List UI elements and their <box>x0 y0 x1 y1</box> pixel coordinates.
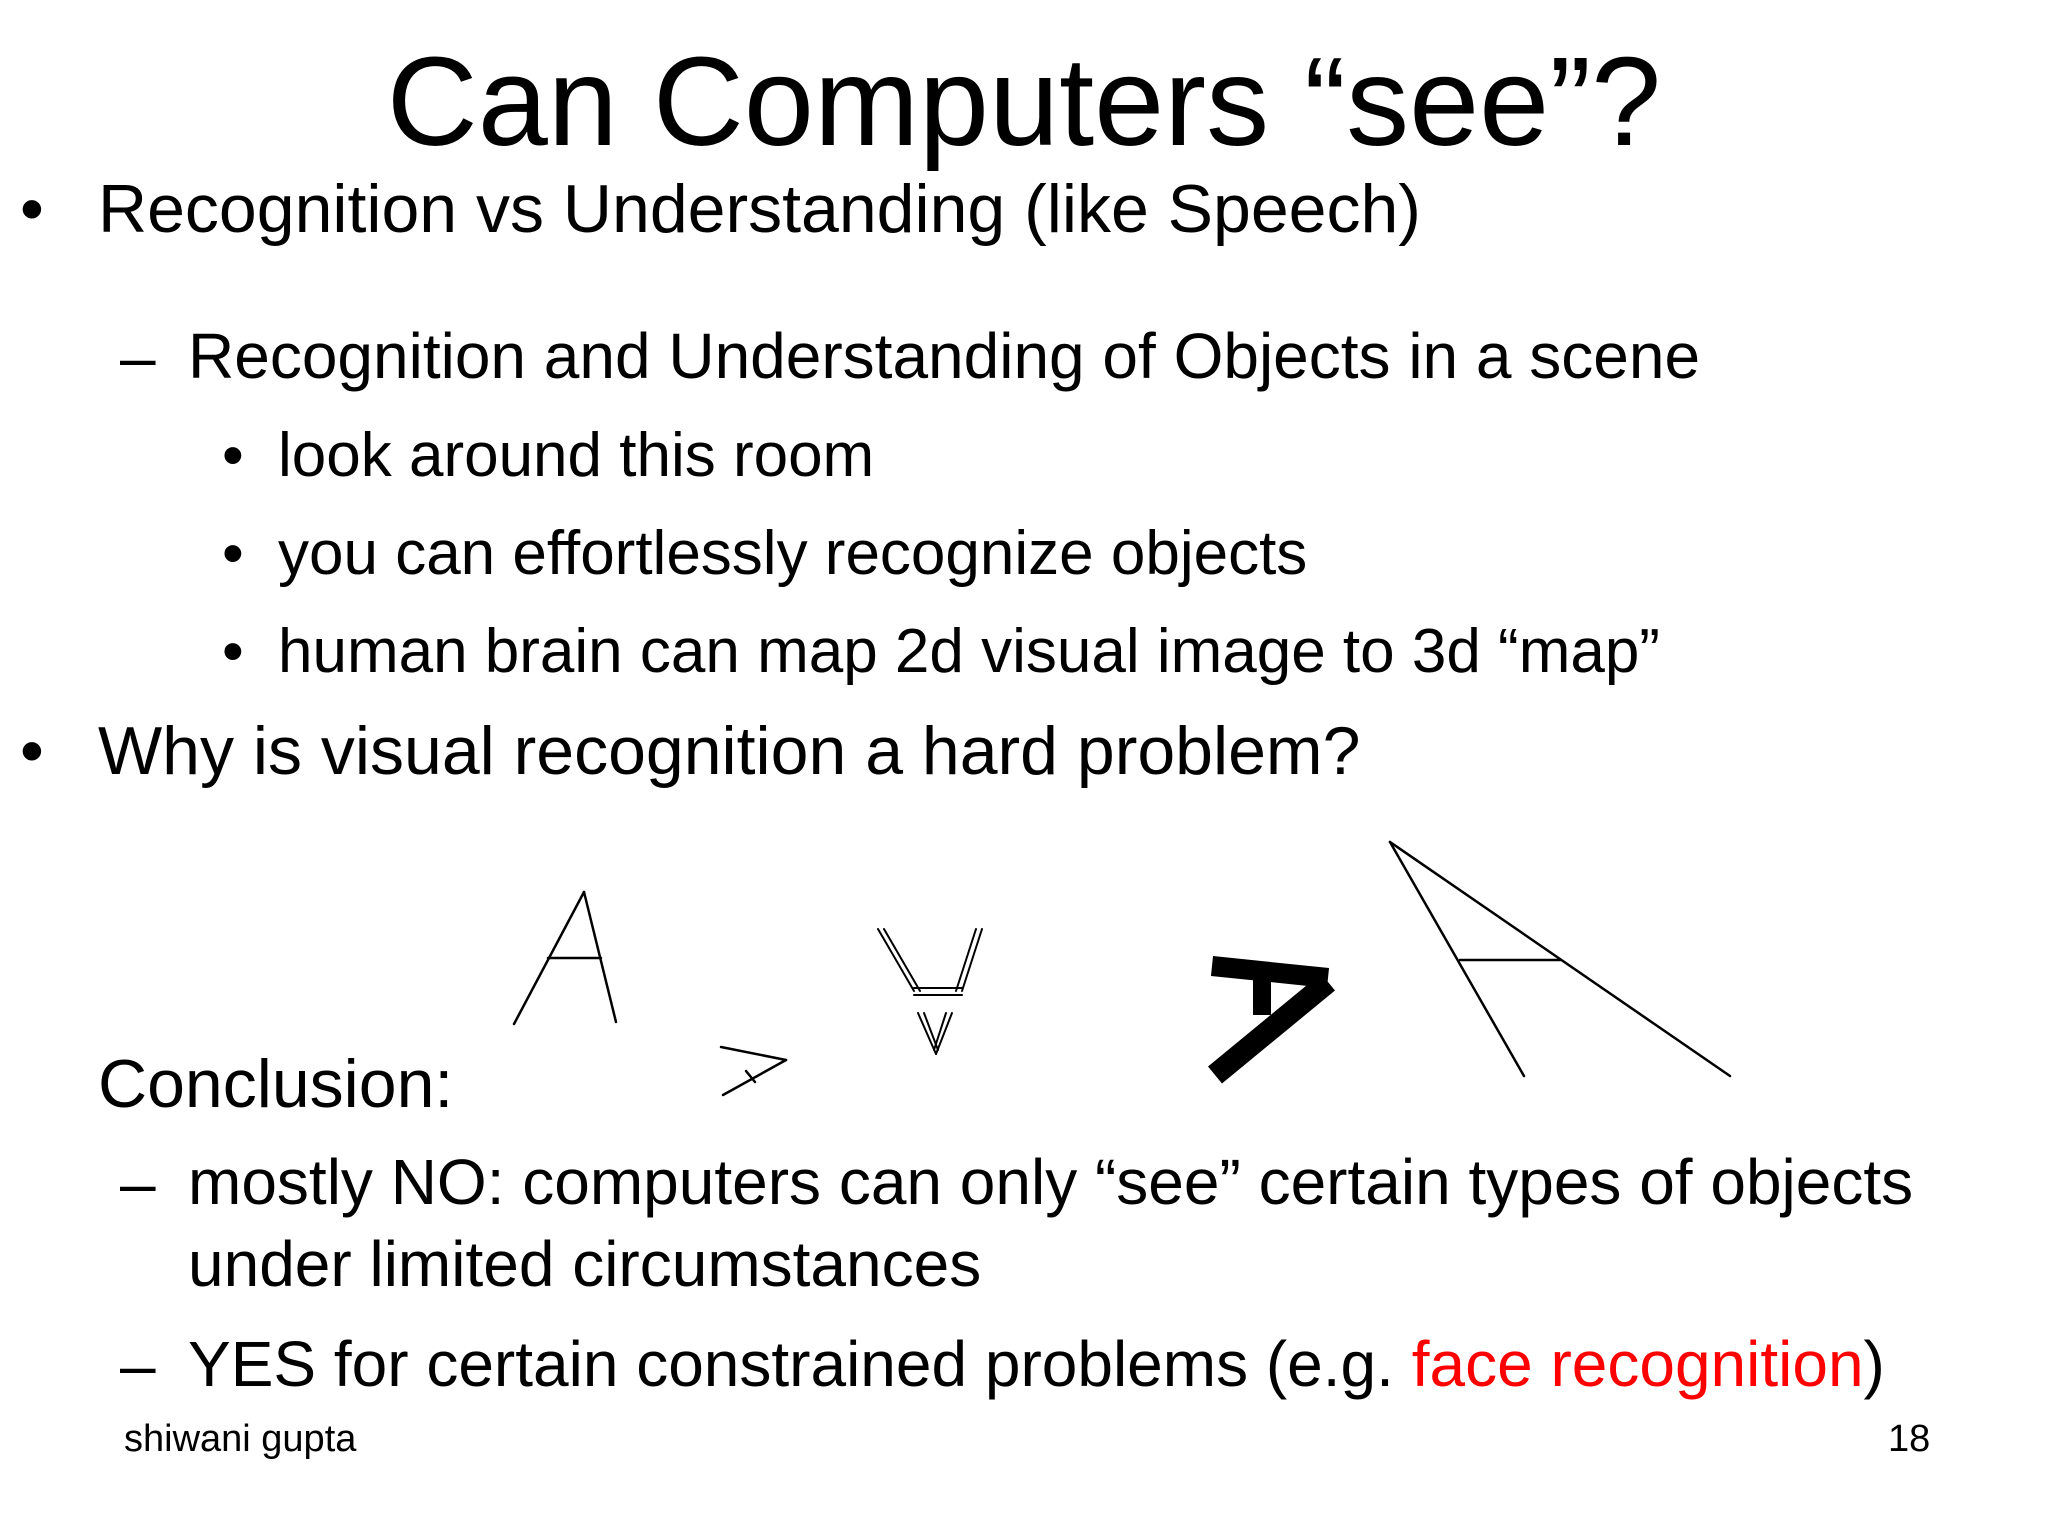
third-level-marker: • <box>222 421 244 490</box>
sub-bullet-text: Recognition and Understanding of Objects… <box>188 320 1701 392</box>
conclusion-marker: – <box>120 1329 156 1401</box>
letter-a-bold-rotated-icon <box>1208 956 1335 1084</box>
conclusion-text-line2: under limited circumstances <box>188 1228 982 1300</box>
conclusion-text-line1: mostly NO: computers can only “see” cert… <box>188 1146 1914 1218</box>
conclusion-text: YES for certain constrained problems (e.… <box>188 1328 1885 1402</box>
third-level-marker: • <box>222 519 244 588</box>
conclusion-label: Conclusion: <box>98 1046 454 1122</box>
bullet-marker: • <box>20 713 44 789</box>
conclusion-marker: – <box>120 1147 156 1219</box>
third-level-text: look around this room <box>278 421 875 490</box>
letter-a-inverted-icon <box>877 928 983 1055</box>
third-level-text: you can effortlessly recognize objects <box>278 519 1308 588</box>
third-level-marker: • <box>222 617 244 686</box>
bullet-marker: • <box>20 171 44 247</box>
slide-title: Can Computers “see”? <box>386 31 1662 172</box>
conclusion-text-after: ) <box>1863 1328 1885 1400</box>
sub-bullet-marker: – <box>120 321 156 393</box>
letter-a-rotated-small-icon <box>719 1045 788 1097</box>
letter-a-skewed-large-icon <box>1388 840 1732 1078</box>
third-level-text: human brain can map 2d visual image to 3… <box>278 617 1660 686</box>
bullet-text: Why is visual recognition a hard problem… <box>98 713 1361 789</box>
conclusion-text-before: YES for certain constrained problems (e.… <box>188 1328 1412 1400</box>
page-number: 18 <box>1888 1418 1931 1460</box>
bullet-text: Recognition vs Understanding (like Speec… <box>98 171 1421 247</box>
face-recognition-highlight: face recognition <box>1411 1328 1864 1400</box>
footer-author: shiwani gupta <box>124 1418 357 1460</box>
letter-a-upright-icon <box>512 890 618 1026</box>
